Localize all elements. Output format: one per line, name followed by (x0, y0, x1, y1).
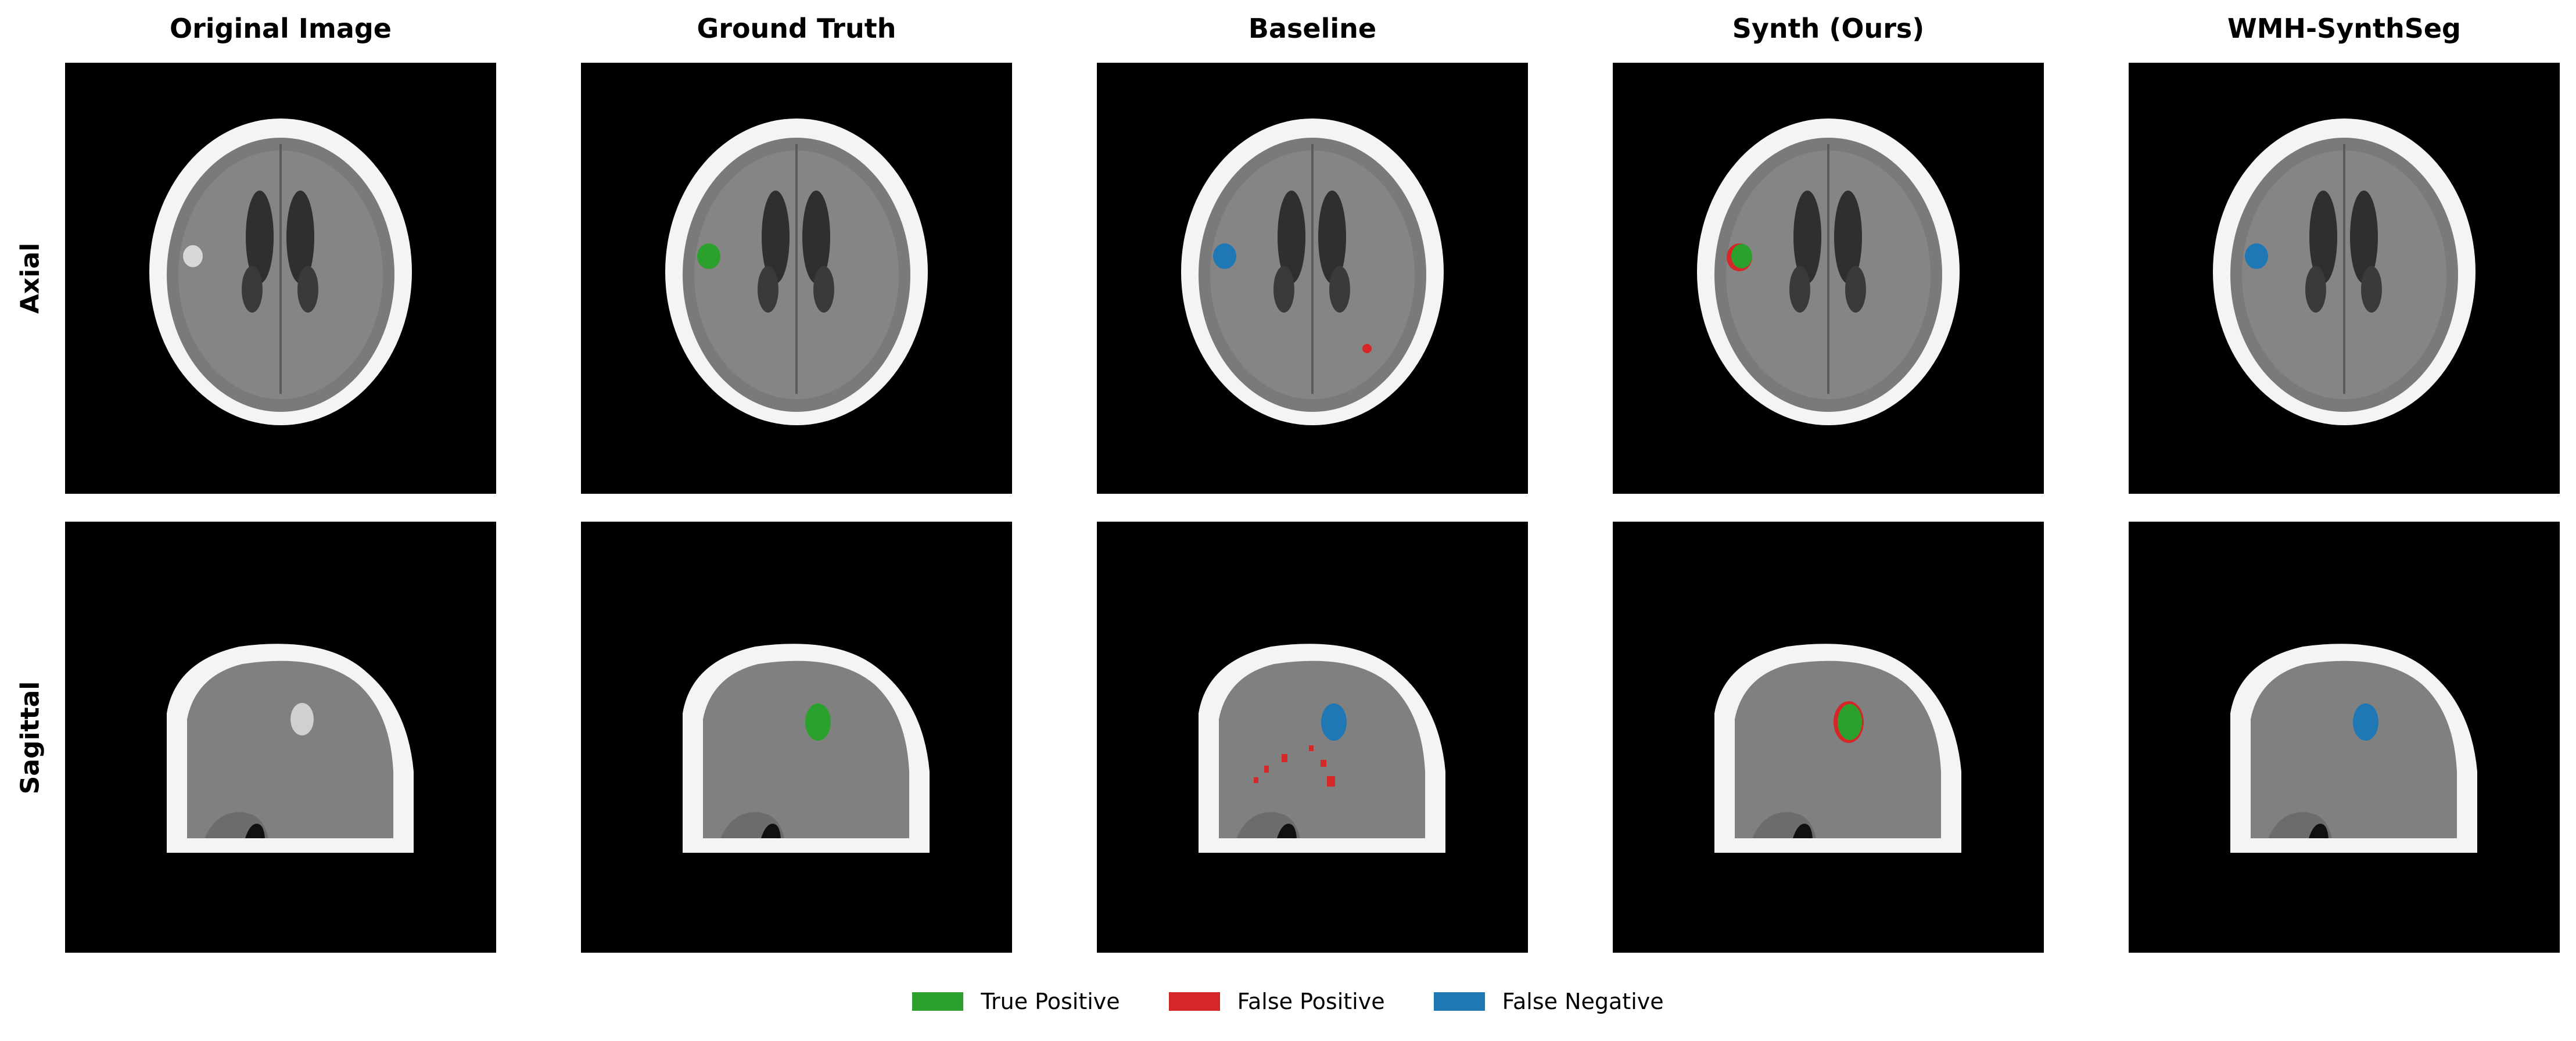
legend-label-false-positive: False Positive (1237, 989, 1385, 1014)
lesion-true-positive (805, 703, 831, 741)
lesion-false-positive (1327, 776, 1335, 787)
lesion-true-positive (1731, 244, 1752, 268)
ventricle-body-right (297, 266, 318, 313)
brainstem-dark (2309, 824, 2329, 838)
ventricle-body-right (2361, 266, 2382, 313)
midline (795, 144, 798, 394)
legend-item-false-negative: False Negative (1433, 988, 1664, 1015)
sagittal-brain-scan (167, 644, 414, 853)
row-label-axial: Axial (15, 242, 45, 314)
row-label-sagittal: Sagittal (15, 681, 45, 795)
ventricle-body-left (2305, 266, 2326, 313)
lesion-true-positive (1838, 704, 1862, 740)
lesion-false-negative (1213, 243, 1236, 269)
left-ventricle (2309, 191, 2337, 283)
axial-brain-scan (149, 119, 412, 425)
brainstem-dark (1277, 824, 1297, 838)
lesion-false-positive (1321, 760, 1326, 767)
left-ventricle (1278, 191, 1305, 283)
lesion-hyperdense (290, 703, 314, 735)
ventricle-body-left (1273, 266, 1294, 313)
right-ventricle (802, 191, 830, 283)
legend-swatch-true-positive (912, 992, 964, 1011)
column-title-original-image: Original Image (169, 13, 392, 44)
panel-axial-synth-ours (1613, 63, 2044, 494)
brainstem-dark (245, 824, 265, 838)
sagittal-brain-scan (2230, 644, 2477, 853)
panel-axial-original-image (65, 63, 496, 494)
panel-sagittal-original-image (65, 522, 496, 953)
lesion-true-positive (697, 243, 720, 269)
panel-axial-baseline (1097, 63, 1528, 494)
lesion-false-negative (2245, 243, 2268, 269)
panel-sagittal-baseline (1097, 522, 1528, 953)
right-ventricle (286, 191, 314, 283)
brainstem-dark (761, 824, 781, 838)
midline (1827, 144, 1829, 394)
legend-label-true-positive: True Positive (981, 989, 1120, 1014)
lesion-false-positive (1309, 745, 1314, 751)
panel-axial-wmh-synthseg (2129, 63, 2560, 494)
left-ventricle (1793, 191, 1821, 283)
brain-tissue (1735, 661, 1941, 838)
sagittal-brain-scan (1714, 644, 1961, 853)
column-title-synth-ours: Synth (Ours) (1732, 13, 1925, 44)
brainstem-dark (1793, 824, 1813, 838)
lesion-false-positive (1362, 344, 1372, 353)
lesion-false-positive (1282, 754, 1287, 762)
lesion-false-positive (1264, 766, 1269, 773)
axial-brain-scan (1181, 119, 1444, 425)
sagittal-brain-scan (683, 644, 930, 853)
lesion-hyperdense (183, 245, 203, 267)
panel-sagittal-synth-ours (1613, 522, 2044, 953)
left-ventricle (246, 191, 274, 283)
lesion-false-negative (1321, 703, 1347, 741)
brain-tissue (187, 661, 393, 838)
ventricle-body-left (242, 266, 263, 313)
right-ventricle (1318, 191, 1346, 283)
ventricle-body-left (758, 266, 778, 313)
legend-label-false-negative: False Negative (1502, 989, 1664, 1014)
legend-swatch-false-positive (1168, 992, 1220, 1011)
column-title-wmh-synthseg: WMH-SynthSeg (2227, 13, 2461, 44)
axial-brain-scan (665, 119, 928, 425)
column-title-ground-truth: Ground Truth (697, 13, 896, 44)
sagittal-brain-scan (1199, 644, 1445, 853)
midline (1311, 144, 1314, 394)
legend-item-false-positive: False Positive (1168, 988, 1385, 1015)
brain-tissue (1219, 661, 1425, 838)
brain-tissue (2251, 661, 2457, 838)
ventricle-body-right (1329, 266, 1350, 313)
left-ventricle (762, 191, 790, 283)
ventricle-body-right (1845, 266, 1866, 313)
legend-swatch-false-negative (1433, 992, 1485, 1011)
legend: True Positive False Positive False Negat… (0, 985, 2576, 1018)
ventricle-body-right (813, 266, 834, 313)
panel-axial-ground-truth (581, 63, 1012, 494)
ventricle-body-left (1789, 266, 1810, 313)
panel-sagittal-wmh-synthseg (2129, 522, 2560, 953)
column-title-baseline: Baseline (1248, 13, 1377, 44)
legend-item-true-positive: True Positive (912, 988, 1120, 1015)
axial-brain-scan (1697, 119, 1960, 425)
lesion-false-positive (1254, 777, 1258, 783)
right-ventricle (2350, 191, 2378, 283)
brain-tissue (703, 661, 909, 838)
midline (2343, 144, 2345, 394)
axial-brain-scan (2213, 119, 2475, 425)
panel-sagittal-ground-truth (581, 522, 1012, 953)
lesion-false-negative (2353, 703, 2378, 741)
right-ventricle (1834, 191, 1862, 283)
midline (279, 144, 282, 394)
